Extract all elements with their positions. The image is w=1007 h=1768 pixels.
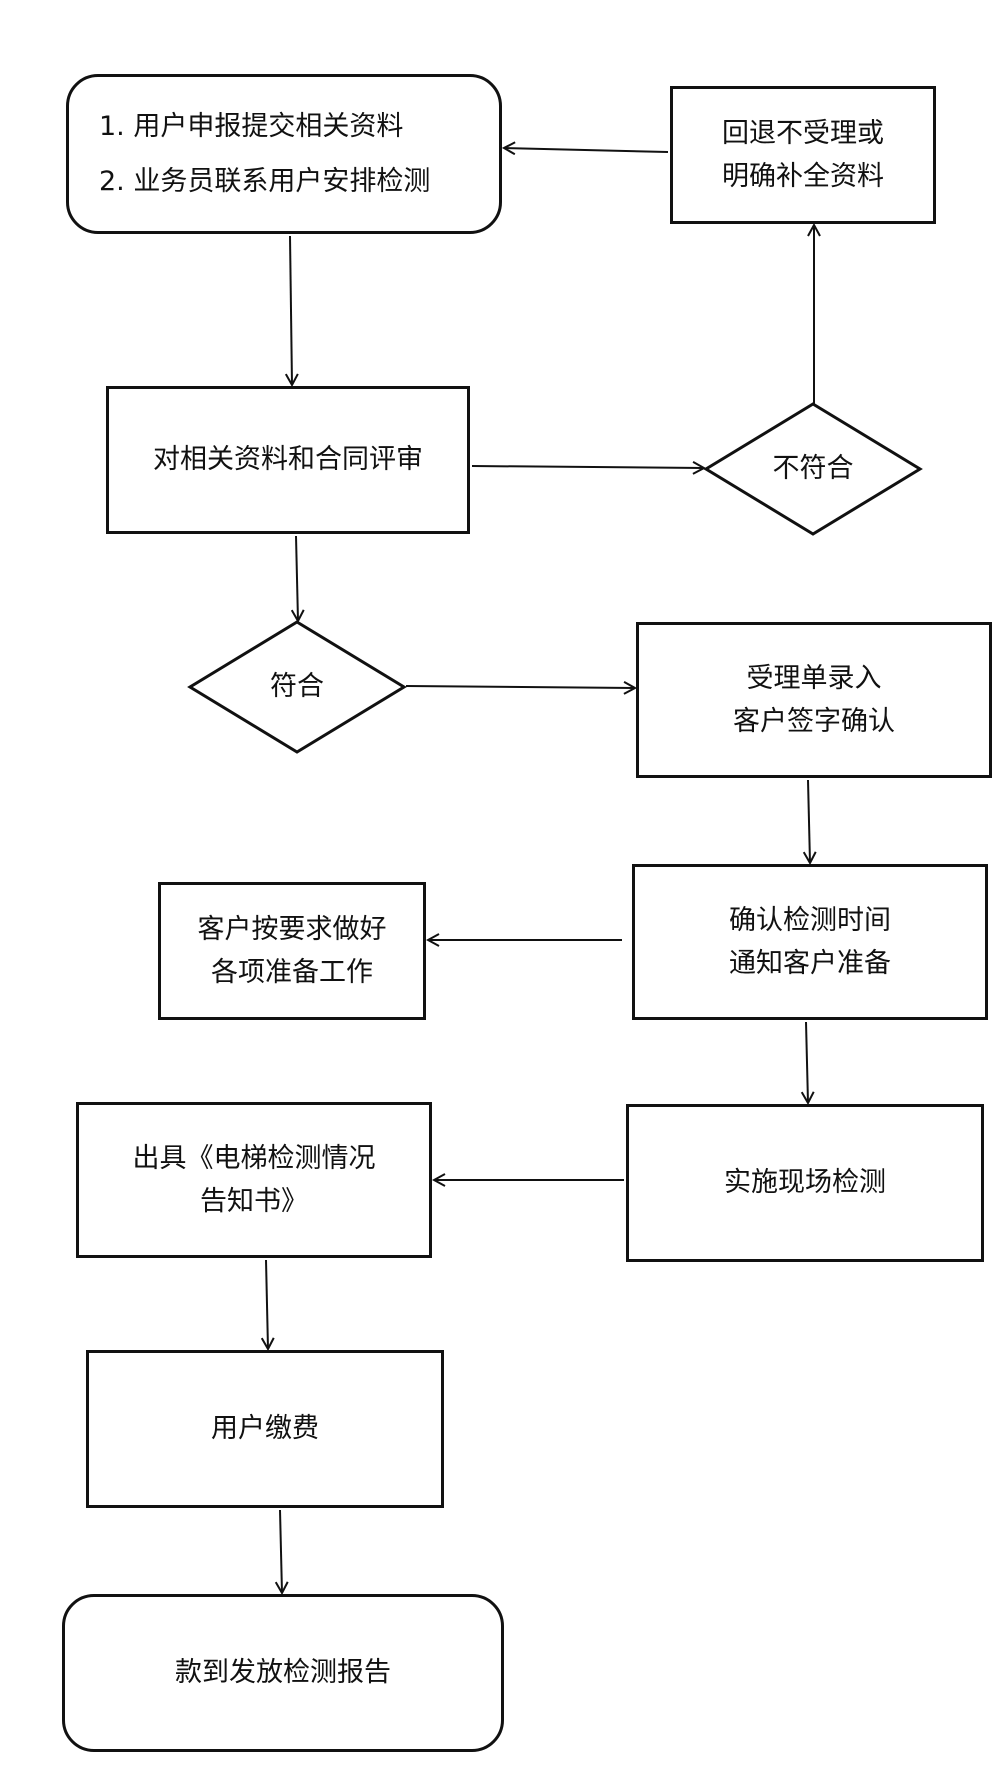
arrow-review-to-conform (296, 535, 298, 621)
node-report-label-line: 款到发放检测报告 (175, 1657, 391, 1689)
node-nonconform: 不符合 (706, 404, 920, 534)
node-confirm-time-label-line: 确认检测时间 (729, 904, 891, 936)
node-confirm-time-label-line: 通知客户准备 (729, 948, 891, 979)
node-notice-label-line: 出具《电梯检测情况 (132, 1142, 376, 1174)
node-confirm-time: 确认检测时间通知客户准备 (632, 864, 988, 1020)
node-conform-label-line: 符合 (270, 671, 324, 703)
arrow-payment-to-report (280, 1509, 282, 1593)
node-conform: 符合 (190, 622, 404, 752)
arrow-submit-to-review (290, 235, 292, 385)
arrow-confirm-time-to-inspect (806, 1021, 808, 1103)
node-review: 对相关资料和合同评审 (106, 386, 470, 534)
node-report: 款到发放检测报告 (62, 1594, 504, 1752)
arrow-review-to-nonconform (471, 466, 704, 468)
node-submit-label-line: 2. 业务员联系用户安排检测 (99, 166, 431, 197)
node-reject-label-line: 明确补全资料 (722, 161, 884, 192)
nonconform-decision-shape (703, 402, 923, 536)
node-prepare-label-line: 客户按要求做好 (197, 913, 387, 945)
node-accept-label-line: 受理单录入 (746, 662, 882, 694)
edges-layer (266, 148, 814, 1593)
shapes-layer (187, 402, 923, 754)
node-notice: 出具《电梯检测情况告知书》 (76, 1102, 432, 1258)
node-inspect-label-line: 实施现场检测 (724, 1167, 886, 1199)
node-accept: 受理单录入客户签字确认 (636, 622, 992, 778)
conform-decision-shape (187, 620, 407, 754)
node-reject-label-line: 回退不受理或 (722, 117, 884, 149)
arrow-accept-to-confirm-time (808, 779, 810, 863)
node-submit: 1. 用户申报提交相关资料 2. 业务员联系用户安排检测 (66, 74, 502, 234)
node-nonconform-label-line: 不符合 (772, 453, 854, 485)
node-inspect: 实施现场检测 (626, 1104, 984, 1262)
node-accept-label-line: 客户签字确认 (733, 706, 895, 737)
arrow-reject-to-submit (504, 148, 669, 152)
node-reject: 回退不受理或明确补全资料 (670, 86, 936, 224)
node-prepare: 客户按要求做好各项准备工作 (158, 882, 426, 1020)
node-payment: 用户缴费 (86, 1350, 444, 1508)
arrow-conform-to-accept (405, 686, 635, 688)
node-review-label-line: 对相关资料和合同评审 (153, 444, 423, 476)
node-submit-label-line: 1. 用户申报提交相关资料 (99, 110, 404, 142)
node-notice-label-line: 告知书》 (200, 1186, 308, 1217)
node-prepare-label-line: 各项准备工作 (211, 957, 373, 988)
node-payment-label-line: 用户缴费 (211, 1413, 319, 1445)
arrow-notice-to-payment (266, 1259, 268, 1349)
